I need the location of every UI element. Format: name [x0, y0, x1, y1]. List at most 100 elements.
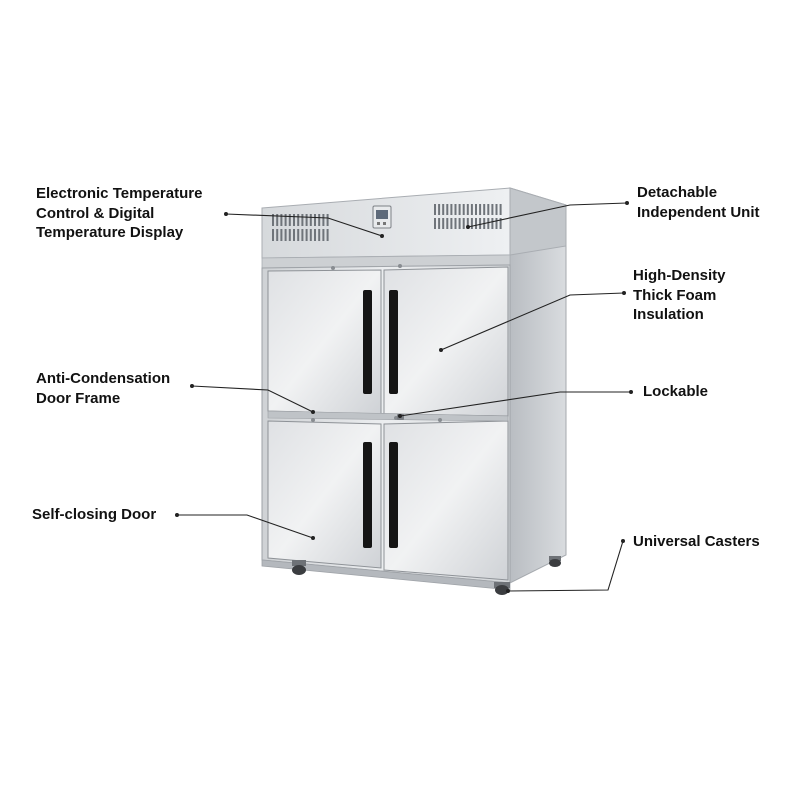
- callout-line: Self-closing Door: [32, 506, 157, 523]
- vent-slat: [434, 218, 436, 229]
- vent-slat: [450, 218, 453, 229]
- callout-line: Detachable: [637, 184, 718, 201]
- door-upper-right: [383, 266, 509, 417]
- callout-temp-control: Electronic Temperature Control & Digital…: [36, 184, 202, 243]
- vent-slat: [470, 204, 473, 215]
- callout-line: Thick Foam: [633, 286, 717, 304]
- vent-slat: [454, 218, 457, 229]
- vent-slat: [272, 214, 274, 226]
- vent-slat: [326, 214, 329, 226]
- vent-slat: [434, 204, 436, 215]
- callout-lockable: Lockable: [643, 382, 708, 402]
- handle: [389, 290, 398, 394]
- vent-grille-icon: [434, 204, 502, 229]
- vent-slat: [479, 218, 482, 229]
- callout-line: Independent Unit: [637, 203, 760, 221]
- leader-lockable: [399, 391, 631, 417]
- vent-slat: [446, 218, 449, 229]
- vent-slat: [280, 214, 283, 226]
- handle: [389, 442, 398, 548]
- vent-slat: [475, 204, 477, 215]
- vent-slat: [301, 214, 304, 226]
- vent-slat: [462, 218, 465, 229]
- vent-slat: [314, 214, 316, 226]
- vent-slat: [297, 214, 300, 226]
- vent-slat: [487, 218, 490, 229]
- callout-line: Electronic Temperature: [36, 185, 203, 202]
- vent-slat: [458, 204, 461, 215]
- callout-anti-condensation: Anti-Condensation Door Frame: [36, 369, 170, 408]
- vent-slat: [495, 218, 498, 229]
- callout-line: High-Density: [633, 267, 726, 284]
- leader-lines: [175, 201, 633, 593]
- handle: [363, 290, 372, 394]
- door-frame-mullion: [267, 410, 509, 422]
- vent-slat: [309, 229, 312, 241]
- vent-slat: [301, 229, 304, 241]
- leader-self-closing: [177, 514, 314, 539]
- vent-slat: [322, 214, 325, 226]
- vent-slat: [305, 214, 308, 226]
- door-lower-right: [383, 420, 509, 581]
- vent-slat: [314, 229, 316, 241]
- vent-slat: [446, 204, 449, 215]
- vent-slat: [276, 229, 279, 241]
- vent-slat: [466, 218, 469, 229]
- vent-slat: [288, 229, 291, 241]
- callout-self-closing: Self-closing Door: [32, 505, 156, 525]
- vent-slat: [318, 229, 321, 241]
- vent-slat: [491, 204, 494, 215]
- vent-slat: [318, 214, 321, 226]
- leader-anti-condensation: [191, 385, 314, 413]
- vent-grille-icon: [272, 214, 329, 241]
- digital-display-icon: [372, 205, 392, 229]
- callout-line: Lockable: [643, 383, 709, 400]
- vent-slat: [499, 204, 502, 215]
- vent-slat: [272, 229, 274, 241]
- vent-slat: [483, 204, 486, 215]
- vent-slat: [466, 204, 469, 215]
- leader-detachable: [467, 202, 628, 228]
- caster-icon: [494, 582, 510, 595]
- vent-slat: [442, 204, 445, 215]
- vent-slat: [495, 204, 498, 215]
- vent-slat: [293, 214, 295, 226]
- vent-slat: [450, 204, 453, 215]
- vent-slat: [479, 204, 482, 215]
- leader-casters: [507, 540, 624, 592]
- vent-slat: [438, 218, 441, 229]
- vent-slat: [475, 218, 477, 229]
- vent-slat: [326, 229, 329, 241]
- door-lower-left: [267, 420, 382, 569]
- vent-slat: [462, 204, 465, 215]
- vent-slat: [438, 204, 441, 215]
- callout-insulation: High-Density Thick Foam Insulation: [633, 266, 726, 325]
- callout-line: Anti-Condensation: [36, 370, 171, 387]
- vent-slat: [470, 218, 473, 229]
- callout-line: Control & Digital: [36, 204, 155, 222]
- vent-slat: [442, 218, 445, 229]
- handle: [363, 442, 372, 548]
- leader-insulation: [440, 292, 625, 351]
- vent-slat: [458, 218, 461, 229]
- callout-line: Door Frame: [36, 389, 121, 407]
- callout-detachable: Detachable Independent Unit: [637, 183, 760, 222]
- vent-slat: [288, 214, 291, 226]
- callout-line: Temperature Display: [36, 224, 184, 241]
- vent-slat: [276, 214, 279, 226]
- vent-slat: [454, 204, 457, 215]
- vent-slat: [280, 229, 283, 241]
- vent-slat: [293, 229, 295, 241]
- callout-casters: Universal Casters: [633, 532, 760, 552]
- vent-slat: [309, 214, 312, 226]
- vent-slat: [284, 229, 287, 241]
- vent-slat: [297, 229, 300, 241]
- vent-slat: [322, 229, 325, 241]
- callout-line: Insulation: [633, 306, 704, 323]
- vent-slat: [491, 218, 494, 229]
- leader-temp-control: [225, 213, 383, 237]
- callout-line: Universal Casters: [633, 533, 760, 550]
- vent-slat: [487, 204, 490, 215]
